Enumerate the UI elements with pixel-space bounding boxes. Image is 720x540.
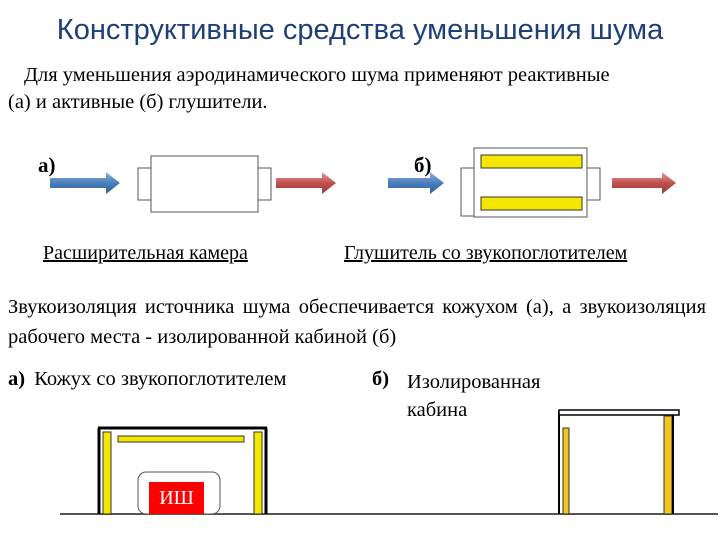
enclosure-a-absorber-right [253, 431, 263, 515]
noise-source-box [149, 482, 204, 514]
enclosure-a-caption: Кожух со звукопоглотителем [34, 368, 287, 390]
muffler-b-label: б) [414, 153, 432, 177]
enclosure-b-caption-line-1: Изолированная [407, 371, 541, 393]
intro-line-2: (а) и активные (б) глушители. [8, 91, 268, 113]
muffler-a-diagram [50, 155, 336, 213]
muffler-b-absorber-bottom [480, 196, 583, 211]
noise-source-label: ИШ [159, 487, 194, 509]
muffler-b-outlet-pipe [586, 167, 601, 201]
muffler-a-outlet-arrow [276, 172, 336, 194]
muffler-a-chamber [150, 155, 259, 213]
muffler-a-inlet-arrow [50, 172, 120, 194]
enclosure-a-heading: а) Кожух со звукопоглотителем [8, 368, 286, 391]
muffler-b-outlet-arrow [612, 172, 676, 194]
slide-title: Конструктивные средства уменьшения шума [56, 14, 664, 46]
muffler-b-inlet-pipe [460, 167, 475, 217]
muffler-a-label: а) [38, 153, 56, 177]
enclosure-b-label: б) [372, 368, 390, 390]
cabin-wall-left [562, 427, 570, 515]
intro-line-1: Для уменьшения аэродинамического шума пр… [24, 64, 610, 86]
enclosure-b-diagram [558, 409, 680, 515]
muffler-b-diagram [388, 147, 676, 218]
enclosure-a-absorber-left [102, 431, 112, 515]
muffler-a-caption: Расширительная камера [43, 242, 248, 264]
muffler-a-outlet-pipe [257, 167, 272, 201]
muffler-a-inlet-pipe [137, 167, 152, 201]
cabin-wall-right [663, 415, 673, 515]
enclosure-b-caption-line-2: кабина [407, 399, 468, 421]
soundproofing-paragraph: Звукоизоляция источника шума обеспечивае… [8, 296, 706, 348]
intro-paragraph: Для уменьшения аэродинамического шума пр… [8, 62, 712, 116]
enclosure-a-label: а) [8, 368, 26, 390]
muffler-b-caption: Глушитель со звукопоглотителем [344, 242, 628, 264]
enclosure-a-absorber-top [117, 435, 245, 443]
cabin-roof [558, 409, 680, 416]
muffler-b-inlet-arrow [388, 172, 444, 194]
enclosure-b-caption: Изолированная кабина [407, 368, 540, 424]
enclosure-a-diagram [97, 426, 268, 515]
muffler-b-absorber-top [480, 154, 583, 169]
